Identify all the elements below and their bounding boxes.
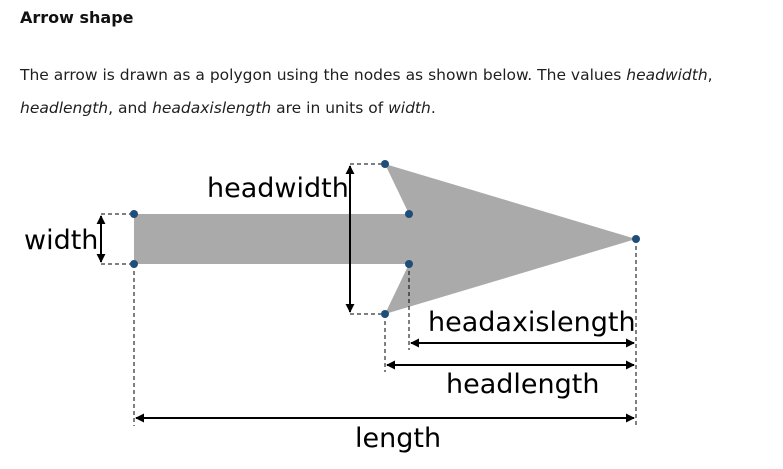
description-text-3: , and <box>108 99 153 117</box>
node-shaft-top-right <box>405 210 413 218</box>
node-head-bottom <box>381 310 389 318</box>
arrow-polygon <box>134 164 636 314</box>
term-width: width <box>388 99 431 117</box>
node-head-top <box>381 160 389 168</box>
label-headaxislength: headaxislength <box>428 307 636 338</box>
dashed-guides <box>101 163 637 426</box>
node-tip <box>632 235 640 243</box>
node-shaft-bottom-right <box>405 260 413 268</box>
description-text-1: The arrow is drawn as a polygon using th… <box>20 66 627 84</box>
term-headlength: headlength <box>20 99 109 117</box>
description-text-5: . <box>430 99 436 117</box>
section-heading: Arrow shape <box>20 8 134 27</box>
label-length: length <box>355 423 441 454</box>
description-text-4: are in units of <box>271 99 389 117</box>
label-headlength: headlength <box>446 369 599 400</box>
description-text-2: , <box>707 66 713 84</box>
term-headwidth: headwidth <box>626 66 708 84</box>
description-paragraph: The arrow is drawn as a polygon using th… <box>20 59 760 125</box>
node-shaft-bottom-left <box>130 260 138 268</box>
node-shaft-top-left <box>130 210 138 218</box>
label-headwidth: headwidth <box>207 173 349 204</box>
label-width: width <box>24 225 98 256</box>
term-headaxislength: headaxislength <box>152 99 272 117</box>
